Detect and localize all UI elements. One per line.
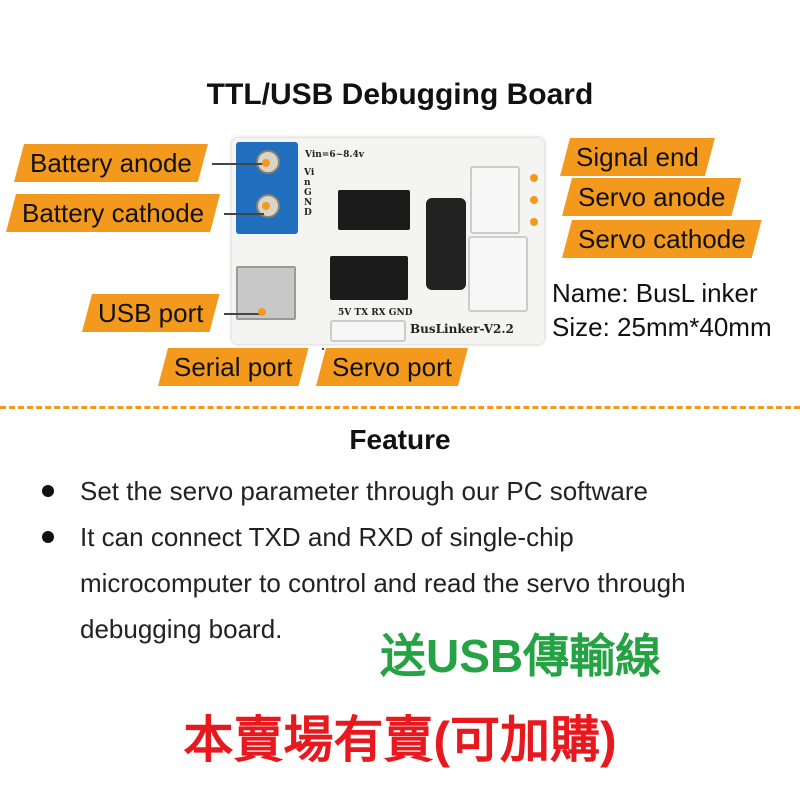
- serial-connector: [330, 320, 406, 342]
- pointer-dot: [258, 308, 266, 316]
- pointer-dot: [530, 174, 538, 182]
- signal-end-label: Signal end: [560, 138, 715, 176]
- screw-icon: [256, 150, 280, 174]
- pointer-dot: [262, 159, 270, 167]
- servo-connector: [470, 166, 520, 234]
- product-name: Name: BusL inker: [552, 278, 758, 308]
- feature-item: debugging board.: [80, 614, 283, 644]
- feature-item: It can connect TXD and RXD of single-chi…: [80, 522, 574, 552]
- promo-add-on: 本賣場有賣(可加購): [183, 712, 617, 768]
- board-model-text: BusLinker-V2.2: [410, 322, 514, 336]
- page-title: TTL/USB Debugging Board: [206, 78, 594, 111]
- servo-port-label: Servo port: [316, 348, 468, 386]
- pointer-line: [224, 313, 260, 315]
- chip: [338, 190, 410, 230]
- feature-title: Feature: [349, 424, 451, 455]
- battery-cathode-label: Battery cathode: [6, 194, 220, 232]
- section-divider: [0, 406, 800, 409]
- servo-connector: [468, 236, 528, 312]
- chip: [330, 256, 408, 300]
- servo-cathode-label: Servo cathode: [562, 220, 762, 258]
- usb-port-label: USB port: [82, 294, 220, 332]
- pointer-line: [212, 163, 264, 165]
- battery-anode-label: Battery anode: [14, 144, 208, 182]
- pointer-dot: [530, 196, 538, 204]
- bullet-icon: [42, 531, 54, 543]
- servo-anode-label: Servo anode: [562, 178, 741, 216]
- capacitor: [426, 198, 466, 290]
- board-pins-text: 5V TX RX GND: [338, 308, 413, 318]
- serial-port-label: Serial port: [158, 348, 309, 386]
- pointer-dot: [530, 218, 538, 226]
- pointer-line: [224, 213, 264, 215]
- feature-item: microcomputer to control and read the se…: [80, 568, 686, 598]
- promo-usb-cable: 送USB傳輸線: [380, 630, 662, 682]
- pointer-line: [322, 348, 324, 350]
- usb-connector: [236, 266, 296, 320]
- product-size: Size: 25mm*40mm: [552, 312, 772, 342]
- board-silk-text: Vin GND: [304, 168, 315, 218]
- bullet-icon: [42, 485, 54, 497]
- board-vin-text: Vin=6~8.4v: [305, 150, 365, 160]
- pointer-dot: [262, 202, 270, 210]
- feature-item: Set the servo parameter through our PC s…: [80, 476, 648, 506]
